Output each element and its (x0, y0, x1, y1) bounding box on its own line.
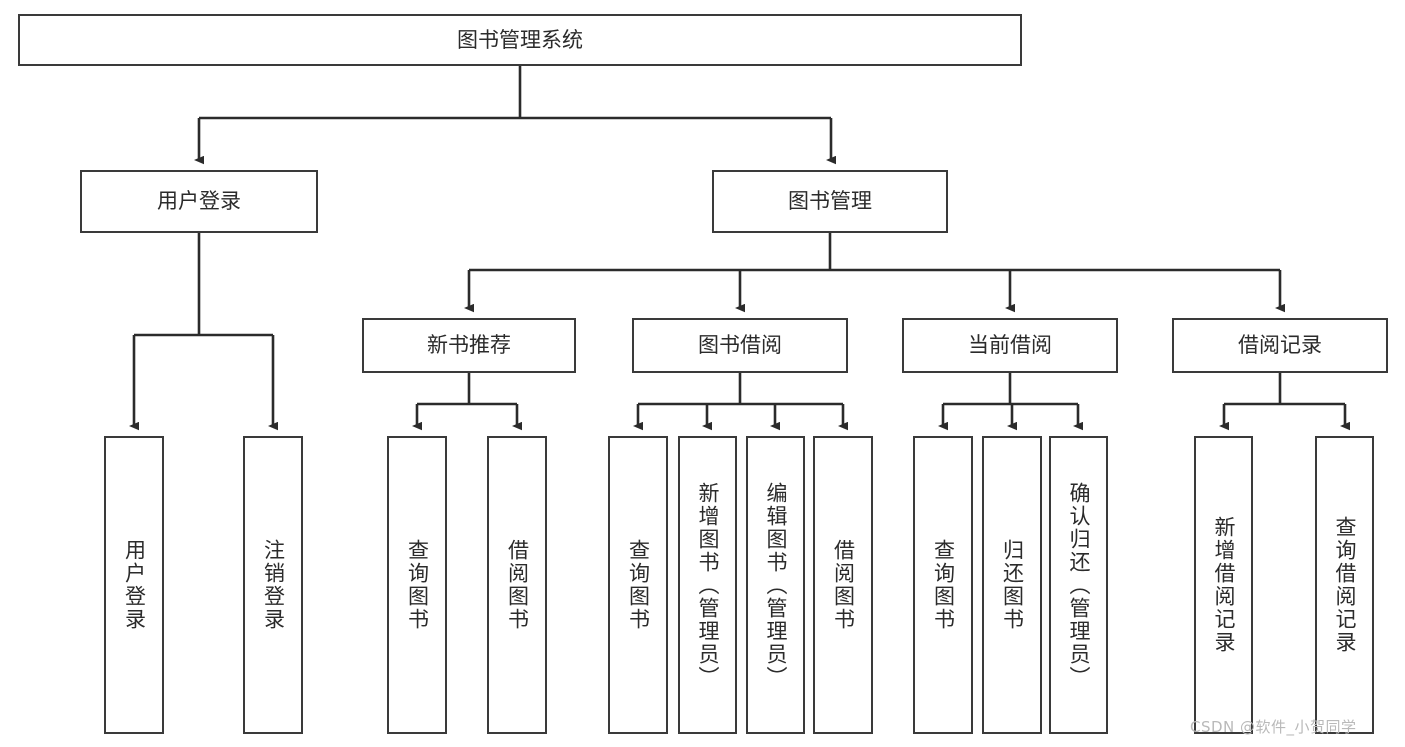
node-leaf-edit-book-label: 编辑图书（管理员） (764, 481, 788, 689)
node-leaf-confirm-return-label: 确认归还（管理员） (1067, 481, 1091, 689)
node-borrow-record-label: 借阅记录 (1238, 333, 1322, 358)
node-leaf-query-book-rec[interactable]: 查询图书 (387, 436, 447, 734)
node-leaf-query-book-rec-label: 查询图书 (405, 539, 430, 631)
node-leaf-edit-book[interactable]: 编辑图书（管理员） (746, 436, 805, 734)
node-current-borrow-label: 当前借阅 (968, 333, 1052, 358)
node-leaf-query-book-borrow[interactable]: 查询图书 (608, 436, 668, 734)
node-leaf-confirm-return[interactable]: 确认归还（管理员） (1049, 436, 1108, 734)
node-new-book-recommend[interactable]: 新书推荐 (362, 318, 576, 373)
node-leaf-logout-login-label: 注销登录 (261, 539, 286, 631)
node-leaf-add-record[interactable]: 新增借阅记录 (1194, 436, 1253, 734)
node-leaf-return-book[interactable]: 归还图书 (982, 436, 1042, 734)
node-leaf-user-login-label: 用户登录 (122, 539, 147, 631)
node-leaf-borrow-book-rec[interactable]: 借阅图书 (487, 436, 547, 734)
node-user-login-label: 用户登录 (157, 189, 241, 214)
node-leaf-add-book-label: 新增图书（管理员） (696, 481, 720, 689)
node-leaf-add-record-label: 新增借阅记录 (1212, 516, 1236, 654)
node-leaf-return-book-label: 归还图书 (1000, 539, 1025, 631)
node-leaf-logout-login[interactable]: 注销登录 (243, 436, 303, 734)
node-leaf-add-book[interactable]: 新增图书（管理员） (678, 436, 737, 734)
node-leaf-query-record[interactable]: 查询借阅记录 (1315, 436, 1374, 734)
node-user-login[interactable]: 用户登录 (80, 170, 318, 233)
node-leaf-borrow-book-label: 借阅图书 (831, 539, 856, 631)
node-leaf-borrow-book[interactable]: 借阅图书 (813, 436, 873, 734)
node-book-borrow-label: 图书借阅 (698, 333, 782, 358)
node-new-book-recommend-label: 新书推荐 (427, 333, 511, 358)
node-root-label: 图书管理系统 (457, 27, 583, 52)
node-book-manage[interactable]: 图书管理 (712, 170, 948, 233)
node-leaf-query-book-cur-label: 查询图书 (931, 539, 956, 631)
node-leaf-user-login[interactable]: 用户登录 (104, 436, 164, 734)
node-root[interactable]: 图书管理系统 (18, 14, 1022, 66)
csdn-watermark: CSDN @软件_小贺同学 (1190, 718, 1357, 736)
node-book-borrow[interactable]: 图书借阅 (632, 318, 848, 373)
node-borrow-record[interactable]: 借阅记录 (1172, 318, 1388, 373)
node-book-manage-label: 图书管理 (788, 189, 872, 214)
node-current-borrow[interactable]: 当前借阅 (902, 318, 1118, 373)
node-leaf-borrow-book-rec-label: 借阅图书 (505, 539, 530, 631)
node-leaf-query-book-borrow-label: 查询图书 (626, 539, 651, 631)
node-leaf-query-book-cur[interactable]: 查询图书 (913, 436, 973, 734)
node-leaf-query-record-label: 查询借阅记录 (1333, 516, 1357, 654)
